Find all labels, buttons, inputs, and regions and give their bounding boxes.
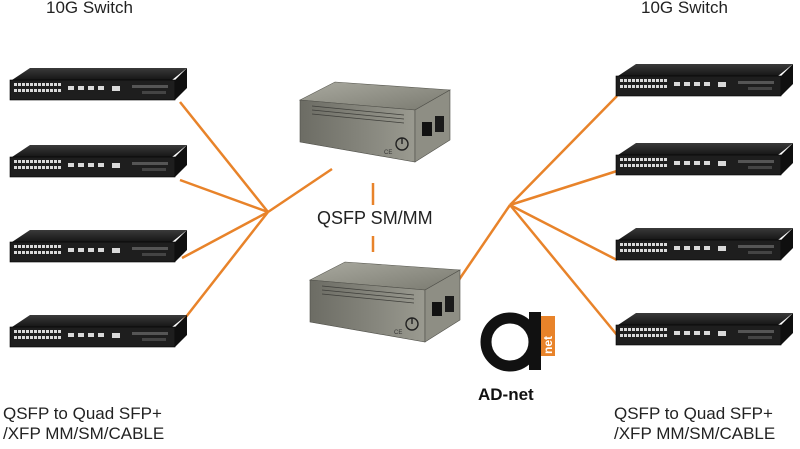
switch-icon: [9, 314, 188, 348]
switch-icon: [9, 229, 188, 263]
link-line: [267, 167, 333, 214]
right-link-fan: [450, 95, 618, 336]
right-switch-title: 10G Switch: [641, 0, 728, 17]
ad-net-logo: net: [480, 312, 555, 372]
left-caption-line-1: QSFP to Quad SFP+: [3, 404, 162, 423]
link-line: [450, 204, 512, 291]
switch-icon: [615, 63, 794, 97]
media-converter-icon: [299, 81, 451, 163]
switch-icon: [615, 227, 794, 261]
left-caption-line-2: /XFP MM/SM/CABLE: [3, 424, 165, 443]
left-link-fan: [179, 101, 333, 323]
right-caption-line-1: QSFP to Quad SFP+: [614, 404, 773, 423]
link-line: [509, 95, 618, 206]
left-caption: QSFP to Quad SFP+ /XFP MM/SM/CABLE: [3, 404, 164, 444]
center-link-label: QSFP SM/MM: [317, 208, 433, 228]
brand-name: AD-net: [478, 385, 534, 404]
link-line: [181, 211, 269, 323]
link-line: [181, 210, 269, 260]
media-converter-icon: [309, 261, 461, 343]
link-line: [509, 169, 618, 207]
right-caption: QSFP to Quad SFP+ /XFP MM/SM/CABLE: [614, 404, 775, 444]
left-switch-title: 10G Switch: [46, 0, 133, 17]
link-line: [509, 203, 618, 262]
logo-letters: net: [541, 336, 555, 354]
link-line: [179, 178, 269, 214]
switch-icon: [615, 142, 794, 176]
right-caption-line-2: /XFP MM/SM/CABLE: [614, 424, 776, 443]
switch-icon: [9, 144, 188, 178]
switch-icon: [615, 312, 794, 346]
link-line: [509, 204, 618, 336]
switch-icon: [9, 67, 188, 101]
link-line: [179, 101, 269, 213]
